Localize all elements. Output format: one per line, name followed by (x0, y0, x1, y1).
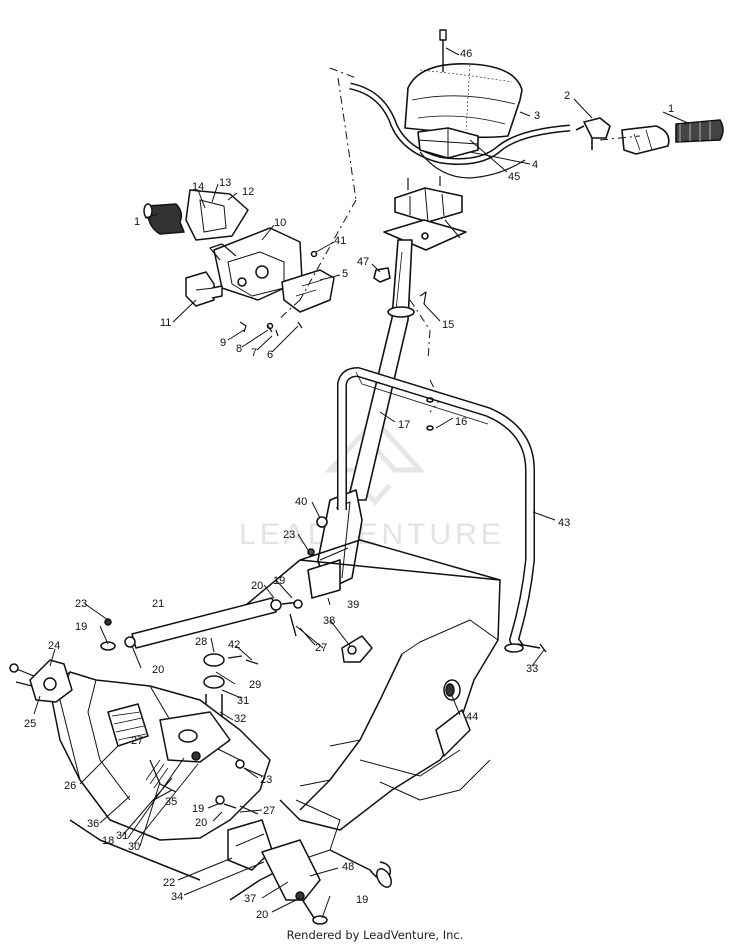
steering-column (307, 239, 547, 653)
callout-number: 20 (256, 909, 268, 921)
callout-number: 32 (234, 713, 246, 725)
callout-number: 33 (526, 663, 538, 675)
callout-number: 27 (315, 642, 327, 654)
callout-number: 3 (534, 110, 540, 122)
callout-number: 12 (242, 186, 254, 198)
callout-number: 22 (163, 877, 175, 889)
callout-number: 16 (455, 416, 467, 428)
callout-number: 2 (564, 90, 570, 102)
callout-number: 47 (357, 256, 369, 268)
callout-number: 26 (64, 780, 76, 792)
callout-number: 19 (356, 894, 368, 906)
callout-number: 10 (274, 217, 286, 229)
footer-credit: Rendered by LeadVenture, Inc. (286, 928, 464, 942)
callout-number: 23 (75, 598, 87, 610)
callout-number: 29 (249, 679, 261, 691)
callout-number: 27 (263, 805, 275, 817)
callout-number: 44 (466, 711, 478, 723)
watermark-text: LEADVENTURE (239, 518, 505, 551)
callout-number: 1 (134, 216, 140, 228)
callout-number: 20 (195, 817, 207, 829)
callout-numbers: 1 2 3 4 45 46 1 14 13 12 10 41 5 47 15 1… (24, 48, 674, 921)
callout-number: 27 (131, 735, 143, 747)
callout-number: 41 (334, 235, 346, 247)
callout-number: 6 (267, 349, 273, 361)
callout-number: 46 (460, 48, 472, 60)
callout-number: 14 (192, 181, 204, 193)
callout-number: 39 (347, 599, 359, 611)
callout-number: 7 (251, 347, 257, 359)
callout-number: 37 (244, 893, 256, 905)
callout-number: 24 (48, 640, 60, 652)
callout-number: 34 (171, 891, 183, 903)
callout-number: 48 (342, 861, 354, 873)
callout-number: 20 (251, 580, 263, 592)
callout-leader-lines (33, 47, 691, 919)
callout-number: 35 (165, 796, 177, 808)
callout-number: 28 (195, 636, 207, 648)
callout-number: 45 (508, 171, 520, 183)
callout-number: 43 (558, 517, 570, 529)
callout-number: 30 (128, 841, 140, 853)
callout-number: 19 (273, 575, 285, 587)
callout-number: 17 (398, 419, 410, 431)
callout-number: 18 (102, 835, 114, 847)
callout-number: 21 (152, 598, 164, 610)
callout-number: 20 (152, 664, 164, 676)
callout-number: 40 (295, 496, 307, 508)
callout-number: 36 (87, 818, 99, 830)
lower-steering-linkage (9, 597, 455, 925)
chassis-tunnel (69, 539, 501, 901)
callout-number: 5 (342, 268, 348, 280)
callout-number: 11 (160, 317, 171, 329)
callout-number: 31 (237, 695, 249, 707)
callout-number: 13 (219, 177, 231, 189)
callout-number: 19 (75, 621, 87, 633)
callout-number: 31 (116, 830, 128, 842)
callout-number: 25 (24, 718, 36, 730)
callout-number: 15 (442, 319, 454, 331)
callout-number: 1 (668, 103, 674, 115)
callout-number: 38 (323, 615, 335, 627)
callout-number: 19 (192, 803, 204, 815)
callout-number: 23 (283, 529, 295, 541)
callout-number: 8 (236, 343, 242, 355)
callout-number: 23 (260, 774, 272, 786)
left-control-assembly (143, 189, 335, 337)
handlebar-assembly (349, 29, 724, 251)
callout-number: 9 (220, 337, 226, 349)
callout-number: 42 (228, 639, 240, 651)
callout-number: 4 (532, 159, 538, 171)
